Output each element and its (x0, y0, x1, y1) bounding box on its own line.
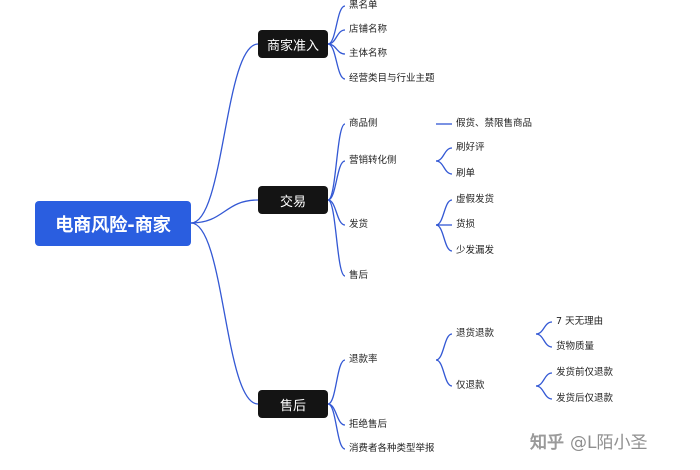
leaf-consumer-reports[interactable]: 消费者各种类型举报 (349, 443, 435, 454)
connector-22 (535, 321, 553, 335)
connector-20 (435, 333, 453, 361)
connector-14 (435, 199, 453, 226)
connector-1 (190, 199, 259, 224)
node-shipping[interactable]: 发货 (349, 219, 369, 230)
leaf-refund-after-shipping[interactable]: 发货后仅退款 (556, 393, 614, 404)
node-marketing-side[interactable]: 营销转化侧 (349, 155, 397, 166)
connector-18 (327, 403, 346, 426)
leaf-refund-before-shipping[interactable]: 发货前仅退款 (556, 367, 614, 378)
connector-2 (190, 222, 259, 405)
zhihu-logo: 知乎 (530, 433, 564, 453)
leaf-business-category[interactable]: 经营类目与行业主题 (349, 73, 435, 84)
leaf-counterfeit-goods[interactable]: 假货、禁限售商品 (456, 118, 533, 129)
connector-0 (190, 43, 259, 224)
watermark-author: @L陌小圣 (570, 433, 648, 453)
connector-7 (327, 123, 346, 201)
connector-21 (435, 359, 453, 387)
leaf-cargo-damage[interactable]: 货损 (456, 219, 476, 230)
connector-12 (435, 147, 453, 162)
leaf-entity-name[interactable]: 主体名称 (349, 48, 388, 59)
connector-8 (327, 160, 346, 201)
leaf-fake-shipping[interactable]: 虚假发货 (456, 194, 495, 205)
branch-transaction[interactable]: 交易 (258, 186, 328, 214)
leaf-store-name[interactable]: 店铺名称 (349, 24, 388, 35)
branch-after-sales[interactable]: 售后 (258, 390, 328, 418)
connector-16 (435, 224, 453, 252)
leaf-blacklist[interactable]: 黑名单 (349, 0, 378, 11)
connector-23 (535, 333, 553, 348)
root-node[interactable]: 电商风险-商家 (35, 201, 191, 246)
leaf-fake-orders[interactable]: 刷单 (456, 168, 476, 179)
leaf-quality-issue[interactable]: 货物质量 (556, 341, 595, 352)
node-refund-rate[interactable]: 退款率 (349, 354, 378, 365)
connector-6 (327, 43, 346, 80)
connector-3 (327, 5, 346, 45)
leaf-missing-items[interactable]: 少发漏发 (456, 245, 495, 256)
leaf-refuse-after-sales[interactable]: 拒绝售后 (349, 419, 388, 430)
connector-10 (327, 199, 346, 277)
watermark: 知乎 @L陌小圣 (530, 428, 647, 453)
node-after-sales-transaction[interactable]: 售后 (349, 270, 369, 281)
leaf-fake-reviews[interactable]: 刷好评 (456, 142, 485, 153)
node-refund-only[interactable]: 仅退款 (456, 380, 485, 391)
connector-17 (327, 359, 346, 405)
connector-19 (327, 403, 346, 450)
branch-merchant-admission[interactable]: 商家准入 (258, 30, 328, 58)
connector-25 (535, 385, 553, 400)
node-product-side[interactable]: 商品侧 (349, 118, 378, 129)
connector-13 (435, 160, 453, 175)
node-return-refund[interactable]: 退货退款 (456, 328, 495, 339)
leaf-seven-day-return[interactable]: 7 天无理由 (556, 316, 604, 327)
connector-24 (535, 372, 553, 387)
